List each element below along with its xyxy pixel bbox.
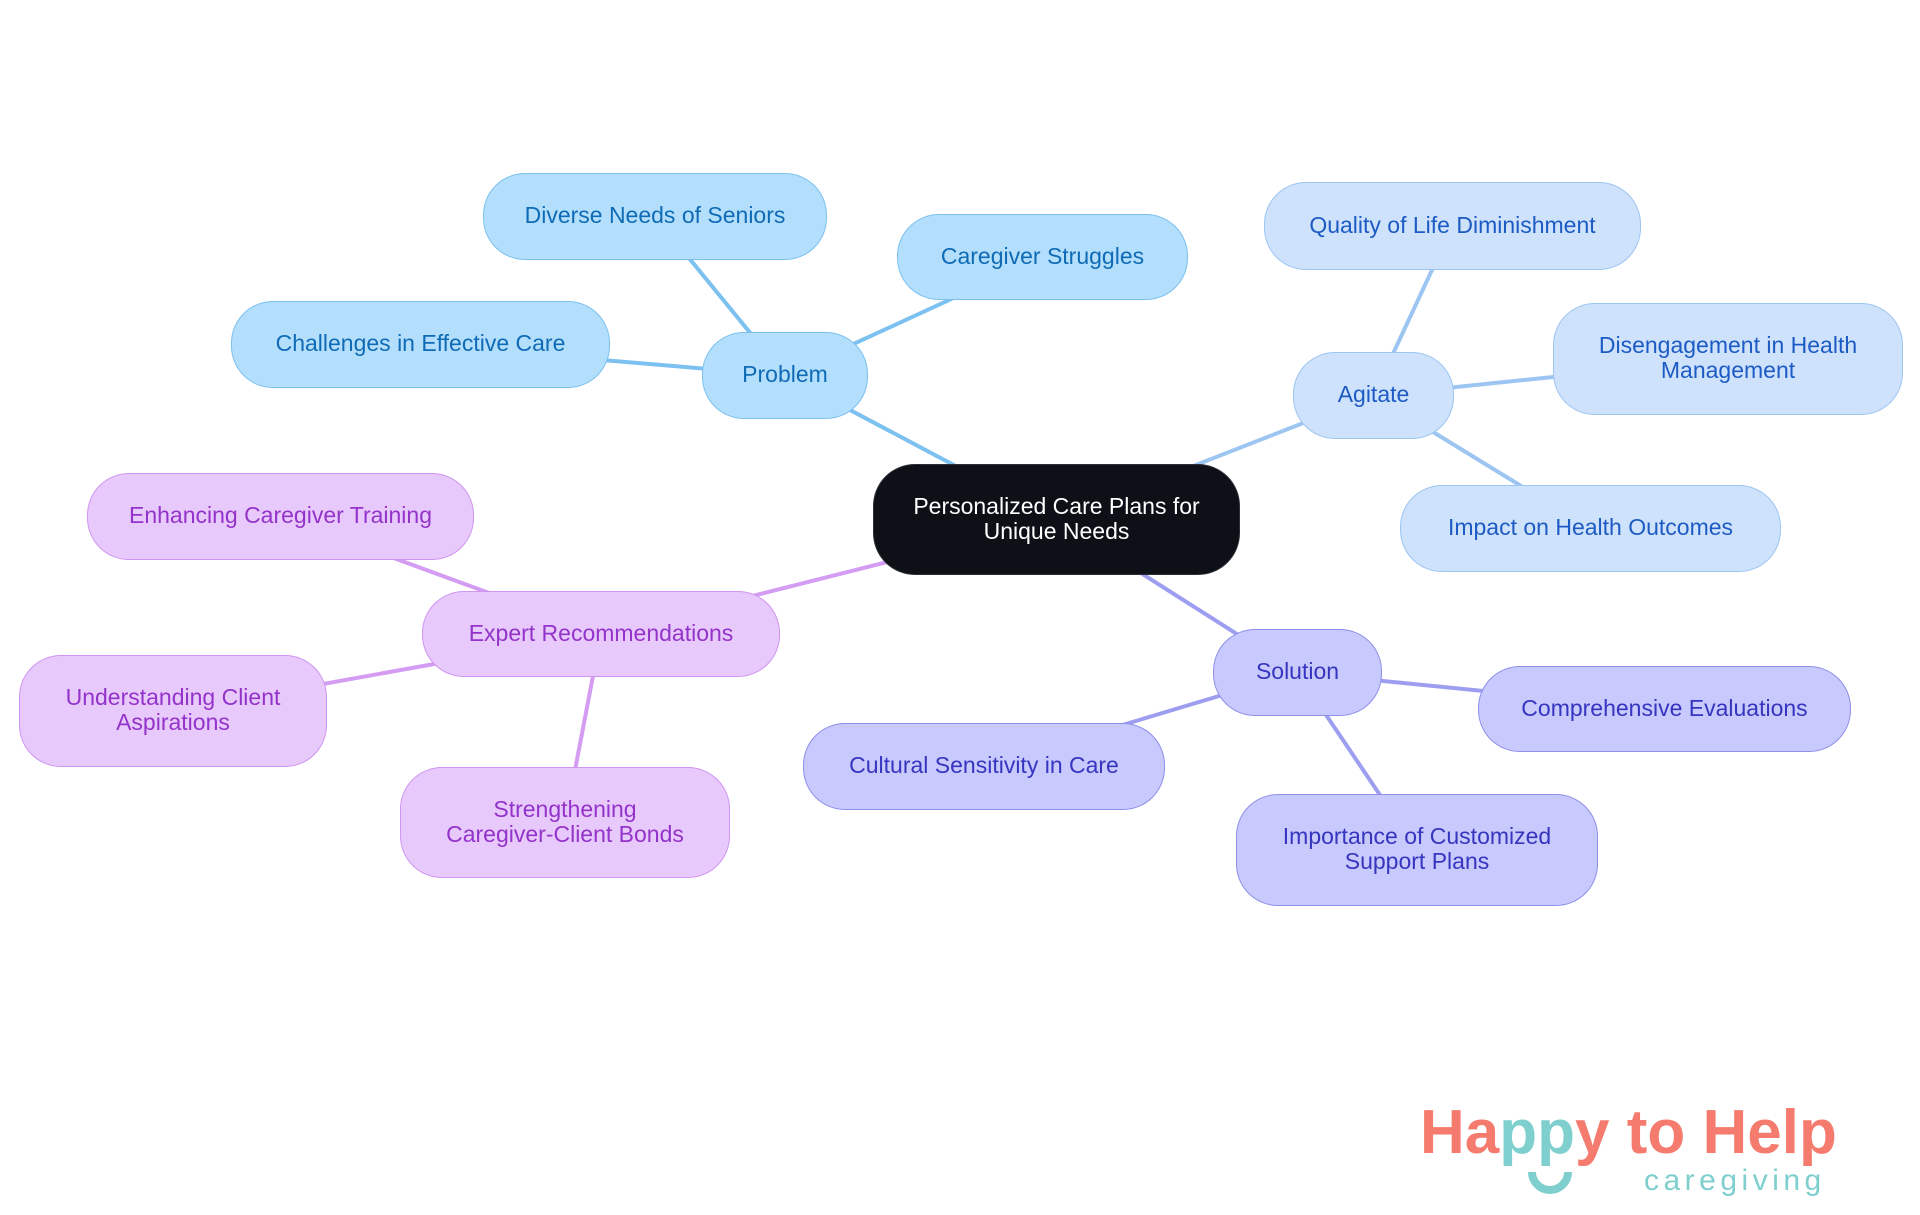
node-strengthening[interactable]: Strengthening Caregiver-Client Bonds [400,767,730,878]
node-label: Expert Recommendations [468,619,734,646]
node-label: Personalized Care Plans for Unique Needs [913,492,1200,544]
node-problem[interactable]: Problem [702,332,868,419]
node-label: Comprehensive Evaluations [1521,694,1808,721]
node-label: Impact on Health Outcomes [1447,514,1734,540]
node-label: Problem [742,361,828,387]
node-enhancing[interactable]: Enhancing Caregiver Training [87,473,474,560]
logo-wordmark: Happy to Help [1420,1098,1837,1168]
logo-part-pp: pp [1499,1098,1576,1167]
node-solution[interactable]: Solution [1213,629,1382,716]
node-label: Solution [1255,658,1340,684]
logo-part-rest: y to Help [1575,1098,1837,1167]
node-expert[interactable]: Expert Recommendations [422,591,780,677]
logo-part-ha: Ha [1420,1098,1500,1167]
node-disengagement[interactable]: Disengagement in Health Management [1553,303,1903,415]
node-label: Cultural Sensitivity in Care [849,752,1119,778]
smile-icon [1528,1171,1572,1194]
logo-subtitle: caregiving [1644,1164,1826,1197]
node-label: Quality of Life Diminishment [1309,211,1596,238]
node-root[interactable]: Personalized Care Plans for Unique Needs [873,464,1240,575]
node-diverse[interactable]: Diverse Needs of Seniors [483,173,827,260]
node-label: Importance of Customized Support Plans [1282,823,1552,874]
node-label: Enhancing Caregiver Training [128,502,432,528]
node-cultural[interactable]: Cultural Sensitivity in Care [803,723,1165,810]
node-label: Disengagement in Health Management [1598,332,1858,383]
node-label: Caregiver Struggles [940,242,1145,269]
node-comprehensive[interactable]: Comprehensive Evaluations [1478,666,1851,752]
node-label: Agitate [1337,381,1410,407]
node-understanding[interactable]: Understanding Client Aspirations [19,655,327,767]
happy-to-help-logo: Happy to Help caregiving [1420,1098,1890,1208]
node-challenges[interactable]: Challenges in Effective Care [231,301,610,388]
node-impact[interactable]: Impact on Health Outcomes [1400,485,1781,572]
node-importance[interactable]: Importance of Customized Support Plans [1236,794,1598,906]
node-label: Understanding Client Aspirations [65,684,281,735]
node-caregiver[interactable]: Caregiver Struggles [897,214,1188,300]
node-label: Challenges in Effective Care [275,330,566,356]
node-quality[interactable]: Quality of Life Diminishment [1264,182,1641,270]
node-label: Diverse Needs of Seniors [524,202,786,228]
node-label: Strengthening Caregiver-Client Bonds [446,795,684,847]
node-agitate[interactable]: Agitate [1293,352,1454,439]
